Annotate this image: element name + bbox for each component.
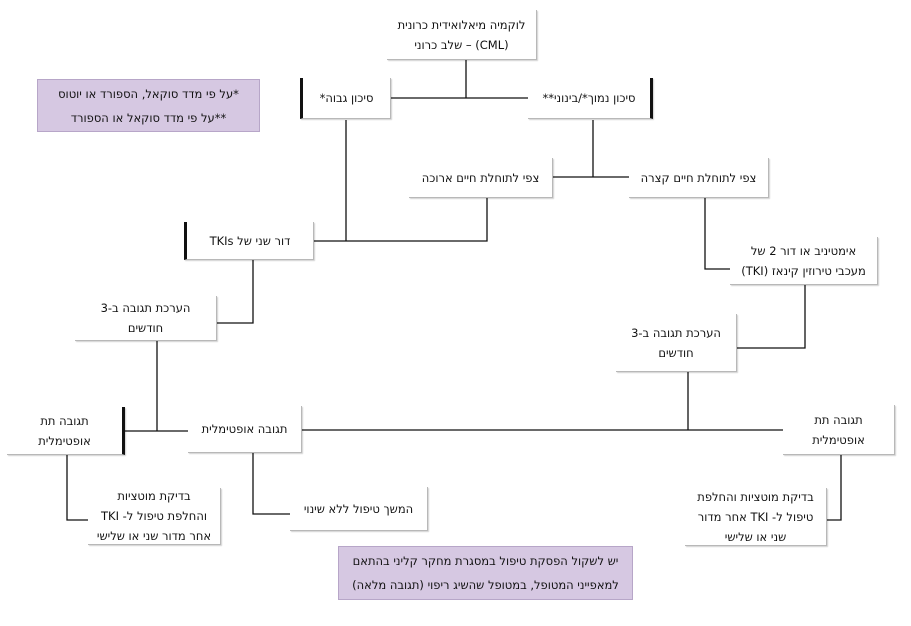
eval-right-node: הערכת תגובה ב-3 חודשים (616, 314, 737, 372)
high-risk-node: סיכון גבוה* (300, 78, 391, 119)
second-gen-tki-label: דור שני של TKIs (209, 233, 291, 248)
eval-left-label: הערכת תגובה ב-3 חודשים (100, 301, 191, 335)
connector-subopt-right-to-mutation (827, 455, 842, 521)
connector-short-to-imatinib (704, 198, 730, 270)
low-mid-risk-label: סיכון נמוך*/בינוני** (542, 91, 636, 105)
stop-treatment-note: יש לשקול הפסקת טיפול במסגרת מחקר קליני ב… (338, 546, 633, 600)
short-life-label: צפי לתוחלת חיים קצרה (640, 170, 757, 185)
optimal-label: תגובה אופטימלית (201, 422, 288, 436)
connector-subopt-left-to-mutation (66, 455, 88, 521)
high-risk-label: סיכון גבוה* (319, 91, 374, 105)
connector-optimal-to-continue (252, 453, 290, 515)
root-node-label: לוקמיה מיאלואידית כרונית (CML) – שלב כרו… (397, 17, 526, 52)
low-mid-risk-node: סיכון נמוך*/בינוני** (528, 78, 653, 119)
mutation-right-label: בדיקת מוטציות והחלפת טיפול ל- TKI אחר מד… (697, 489, 814, 544)
subopt-right-label: תגובה תת אופטימלית (812, 412, 865, 447)
second-gen-tki-node: דור שני של TKIs (184, 222, 314, 260)
long-life-label: צפי לתוחלת חיים ארוכה (421, 170, 540, 185)
subopt-right-node: תגובה תת אופטימלית (783, 405, 895, 455)
subopt-left-node: תגובה תת אופטימלית (7, 407, 125, 455)
eval-right-label: הערכת תגובה ב-3 חודשים (631, 325, 721, 360)
mutation-left-label: בדיקת מוטציות והחלפת טיפול ל- TKI אחר מד… (96, 489, 212, 543)
short-life-node: צפי לתוחלת חיים קצרה (629, 158, 769, 198)
imatinib-label: אימטיניב או דור 2 של מעכבי טירוזין קינאז… (741, 243, 866, 278)
connector-imatinib-to-eval (737, 285, 806, 349)
mutation-left-node: בדיקת מוטציות והחלפת טיפול ל- TKI אחר מד… (88, 488, 221, 545)
footnotes-label: *על פי מדד סוקאל, הספורד או יוטוס **על פ… (58, 86, 239, 125)
connector-second-gen-to-eval (217, 260, 254, 324)
continue-label: המשך טיפול ללא שינוי (303, 501, 414, 516)
long-life-node: צפי לתוחלת חיים ארוכה (409, 158, 553, 198)
root-node: לוקמיה מיאלואידית כרונית (CML) – שלב כרו… (387, 10, 537, 60)
optimal-node: תגובה אופטימלית (188, 406, 302, 453)
imatinib-node: אימטיניב או דור 2 של מעכבי טירוזין קינאז… (730, 237, 878, 285)
subopt-left-label: תגובה תת אופטימלית (38, 413, 91, 448)
connector-long-to-second-gen (314, 198, 488, 242)
continue-node: המשך טיפול ללא שינוי (290, 487, 428, 531)
stop-treatment-label: יש לשקול הפסקת טיפול במסגרת מחקר קליני ב… (352, 554, 619, 592)
footnotes-note: *על פי מדד סוקאל, הספורד או יוטוס **על פ… (37, 79, 260, 132)
eval-left-node: הערכת תגובה ב-3 חודשים (75, 296, 217, 341)
mutation-right-node: בדיקת מוטציות והחלפת טיפול ל- TKI אחר מד… (685, 488, 827, 546)
